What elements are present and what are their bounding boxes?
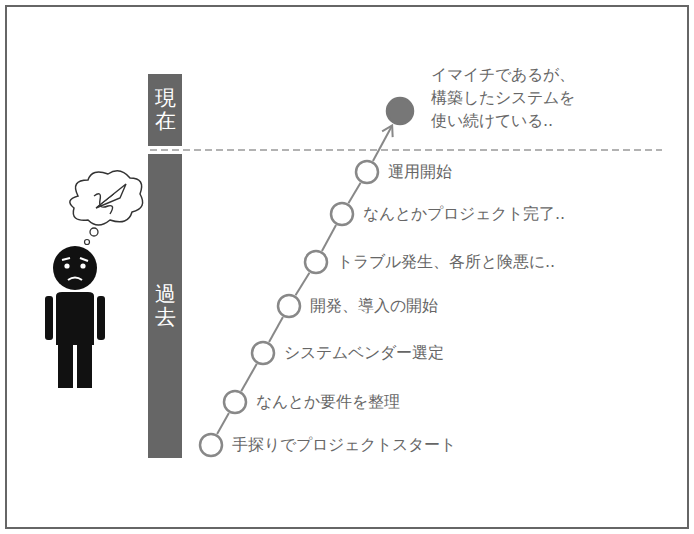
step-circle [354,159,380,185]
thought-bubble [70,171,143,245]
step-label: なんとかプロジェクト完了.. [363,204,565,223]
connector-line [322,225,336,251]
step-label: 手探りでプロジェクトスタート [232,435,456,454]
circle-outline [200,434,222,456]
step-circle [276,293,302,319]
timeline-step: 運用開始 [354,159,380,185]
step-circle [222,389,248,415]
period-band: 過去 [148,154,182,458]
step-circle [198,432,224,458]
current-state-text: イマイチであるが、 構築したシステムを 使い続けている.. [431,63,585,132]
circle-outline [387,98,413,124]
arrow-head [382,126,393,138]
timeline-connector [322,225,336,251]
connector-line [348,183,360,204]
connector-line [373,126,392,161]
timeline-connector [296,273,310,296]
step-label: システムベンダー選定 [284,343,444,362]
connector-line [241,364,257,391]
period-label: 過去 [155,283,176,329]
connector-line [296,273,310,296]
step-circle [385,96,415,126]
circle-outline [278,295,300,317]
person-figure [45,246,105,388]
step-label: トラブル発生、各所と険悪に.. [337,252,555,271]
timeline-step: なんとか要件を整理 [222,389,248,415]
timeline-connector [373,126,393,161]
timeline-step: 開発、導入の開始 [276,293,302,319]
step-label: 開発、導入の開始 [310,296,438,315]
timeline-step: なんとかプロジェクト完了.. [329,201,355,227]
timeline-step: システムベンダー選定 [250,340,276,366]
timeline-connector [217,413,229,434]
circle-outline [224,391,246,413]
period-band: 現在 [148,74,182,146]
step-label: なんとか要件を整理 [256,392,400,411]
divider-line [150,149,662,151]
circle-outline [356,161,378,183]
period-label: 現在 [155,87,176,133]
timeline-connector [241,364,257,391]
circle-outline [252,342,274,364]
timeline-step: トラブル発生、各所と険悪に.. [303,249,329,275]
timeline-step: イマイチであるが、 構築したシステムを 使い続けている.. [385,96,415,126]
connector-line [269,317,283,342]
circle-outline [331,203,353,225]
step-circle [250,340,276,366]
step-circle [329,201,355,227]
step-label: 運用開始 [388,162,452,181]
step-circle [303,249,329,275]
connector-line [217,413,229,434]
timeline-step: 手探りでプロジェクトスタート [198,432,224,458]
timeline-connector [348,183,360,204]
frame [6,6,688,528]
circle-outline [305,251,327,273]
timeline-connector [269,317,283,342]
